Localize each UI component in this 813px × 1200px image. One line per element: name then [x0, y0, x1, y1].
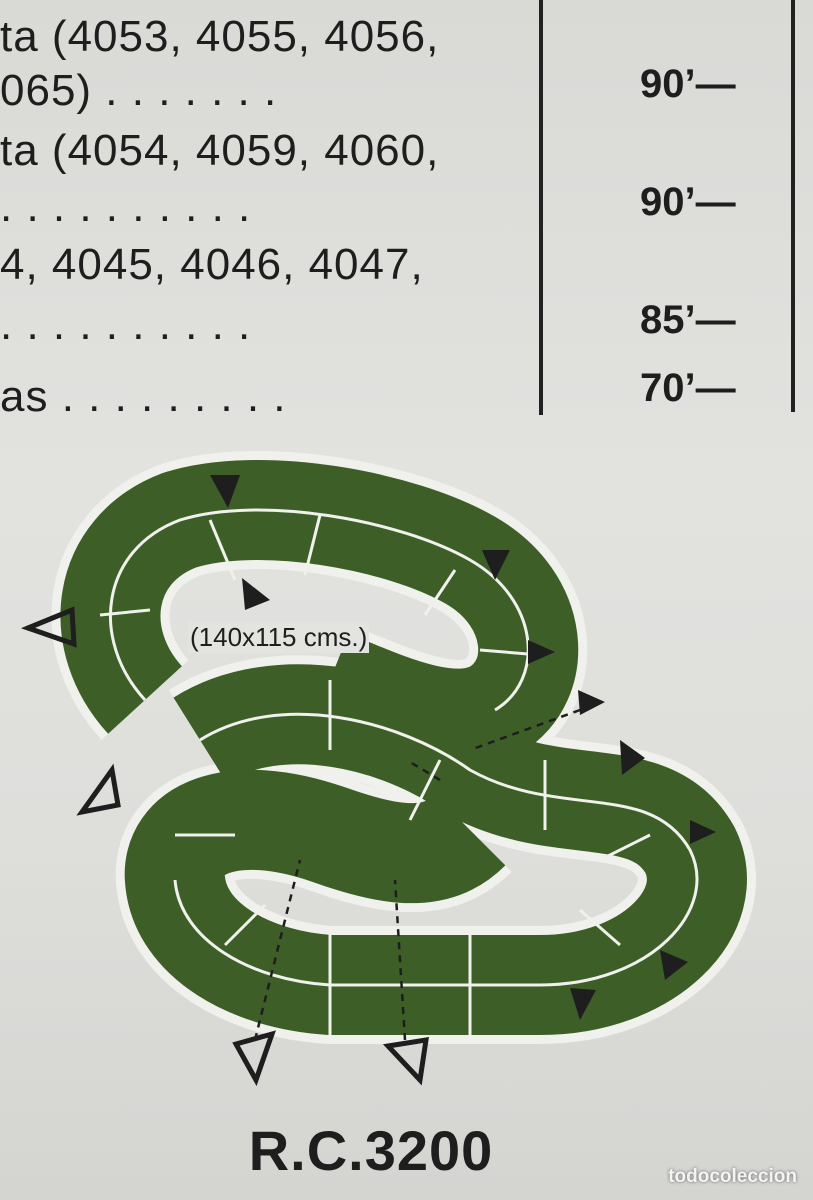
lane-line-upper — [108, 508, 530, 712]
row-3-price: 85’— — [640, 298, 736, 342]
row-4-line-1: as . . . . . . . . . — [0, 372, 287, 421]
row-1-price: 90’— — [640, 62, 736, 106]
row-1-line-2: 065) . . . . . . . — [0, 66, 278, 115]
row-3-line-2: . . . . . . . . . . — [0, 300, 252, 349]
dashed-leaders — [253, 708, 581, 1041]
row-4-price: 70’— — [640, 366, 736, 410]
track-dimensions-label: (140x115 cms.) — [188, 622, 370, 653]
lane-line-lower — [173, 712, 699, 987]
track-markers — [210, 475, 716, 1020]
row-2-line-1: ta (4054, 4059, 4060, — [0, 126, 440, 175]
column-rule-right — [791, 0, 795, 412]
row-3-line-1: 4, 4045, 4046, 4047, — [0, 240, 424, 289]
model-caption: R.C.3200 — [248, 1119, 494, 1182]
row-2-line-2: . . . . . . . . . . — [0, 182, 252, 231]
column-rule-left — [539, 0, 543, 415]
site-watermark: todocoleccion — [668, 1166, 797, 1187]
row-1-line-1: ta (4053, 4055, 4056, — [0, 12, 440, 61]
track-section-dividers — [99, 514, 651, 1040]
track-layout-diagram — [20, 451, 756, 1087]
row-2-price: 90’— — [640, 180, 736, 224]
